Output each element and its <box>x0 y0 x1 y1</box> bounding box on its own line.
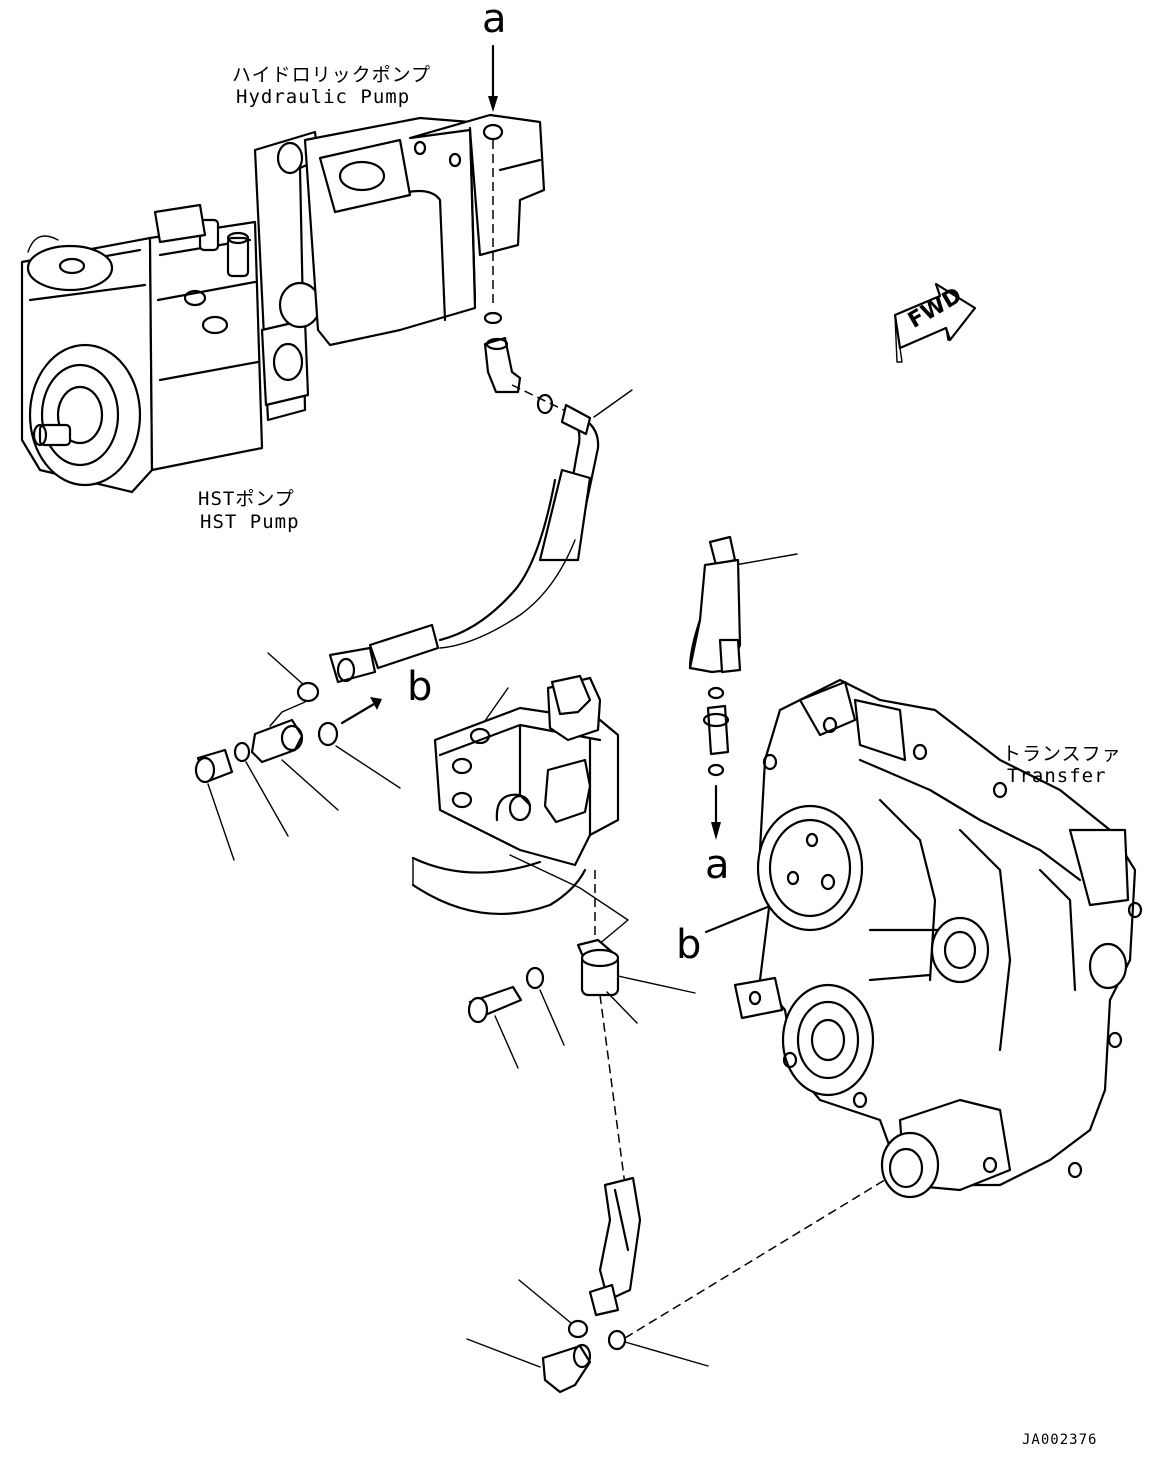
hose-right <box>688 535 798 777</box>
ref-letter-b-right: b <box>676 922 702 968</box>
ref-arrow-a-top <box>488 44 498 308</box>
hst-pump-label-en: HST Pump <box>200 511 300 533</box>
clamp-assembly <box>467 870 696 1186</box>
hydraulic-pump-label-jp: ハイドロリックポンプ <box>232 64 432 86</box>
hydraulic-pump-label-en: Hydraulic Pump <box>236 86 411 108</box>
drawing-code: JA002376 <box>1022 1432 1098 1448</box>
ref-letter-a-top: a <box>482 0 507 42</box>
hst-pump-label-jp: HSTポンプ <box>198 488 295 510</box>
fwd-arrow-icon <box>893 282 977 363</box>
transfer-label-en: Transfer <box>1007 765 1107 787</box>
ref-arrow-a-right <box>711 784 721 840</box>
hose-lower <box>466 1176 889 1394</box>
ref-arrow-b-left <box>340 697 382 725</box>
ref-letter-a-right: a <box>705 842 730 888</box>
valve-block <box>411 674 629 946</box>
transfer-label-jp: トランスファ <box>1002 743 1122 765</box>
ref-letter-b-left: b <box>407 664 433 710</box>
hst-pump-assembly <box>20 113 546 494</box>
pump-outlet-fittings <box>483 311 633 418</box>
transfer-case <box>733 678 1143 1199</box>
left-fitting-group <box>194 652 401 861</box>
hose-upper <box>328 403 600 684</box>
